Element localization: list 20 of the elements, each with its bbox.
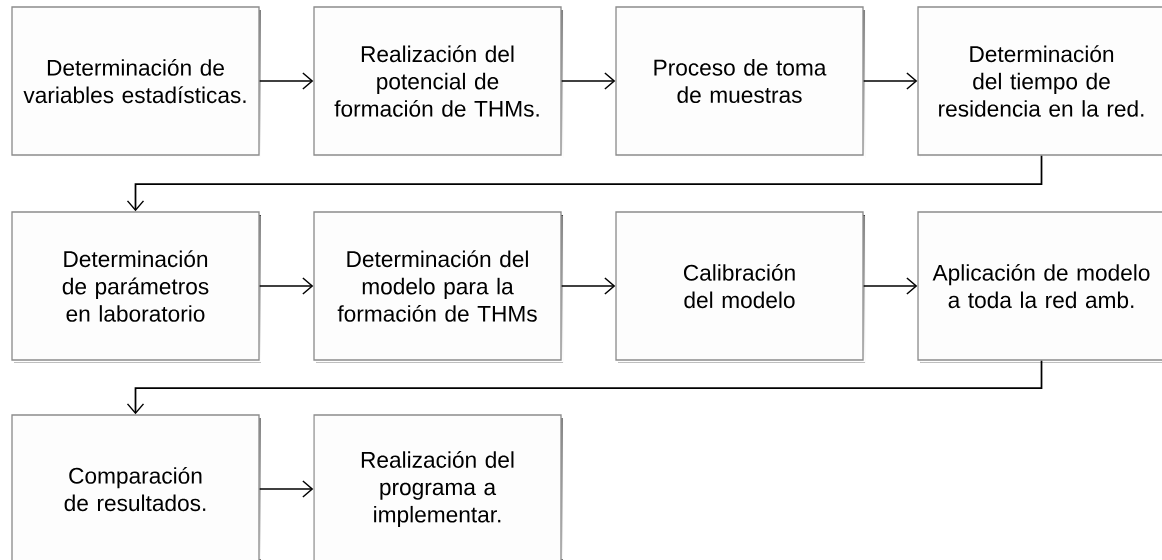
- arrow: [258, 72, 314, 90]
- process-box: Comparación de resultados.: [11, 414, 261, 560]
- arrow: [862, 72, 918, 90]
- process-box: Proceso de toma de muestras: [615, 6, 865, 158]
- process-box: Realización del potencial de formación de THMs.: [313, 6, 563, 158]
- arrow: [560, 72, 616, 90]
- arrow: [560, 277, 616, 295]
- process-box: Aplicación de modelo a toda la red amb.: [917, 211, 1162, 363]
- arrow: [126, 359, 1043, 415]
- process-box: Realización del programa a implementar.: [313, 414, 563, 560]
- arrow: [258, 480, 314, 498]
- node-label: Determinación del tiempo de residencia en la red.: [939, 45, 1144, 117]
- process-box: Determinación del modelo para la formación de THMs: [313, 211, 563, 363]
- arrow: [126, 154, 1043, 212]
- process-box: Determinación de parámetros en laboratorio: [11, 211, 261, 363]
- process-box: Calibración del modelo: [615, 211, 865, 363]
- process-box: Determinación del tiempo de residencia en la red.: [917, 6, 1162, 158]
- arrow: [862, 277, 918, 295]
- arrow: [258, 277, 314, 295]
- process-box: Determinación de variables estadísticas.: [11, 6, 261, 158]
